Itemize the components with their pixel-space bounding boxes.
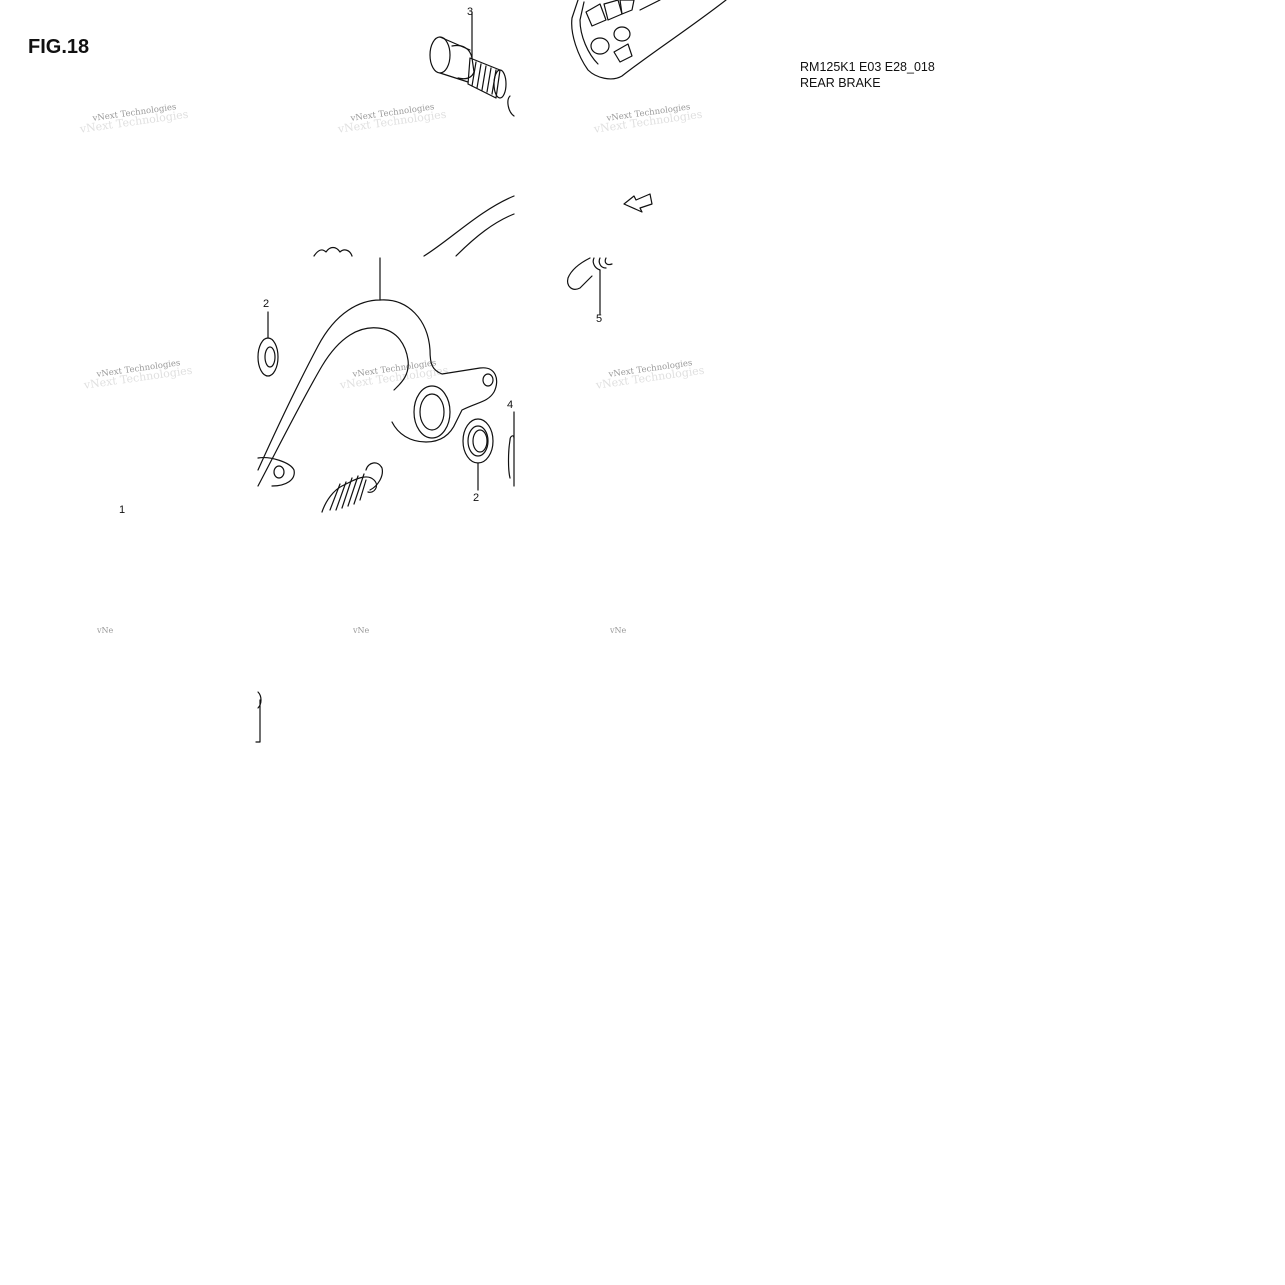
watermark-clipped: vNe [610, 626, 627, 635]
watermark-clipped: vNe [97, 626, 114, 635]
coil-spring-part [321, 462, 383, 513]
cotter-pin-part [507, 411, 515, 487]
return-spring-part [567, 257, 613, 315]
pedal-tip-part [571, 0, 727, 80]
figure-title: FIG.18 [28, 36, 90, 58]
washer-part [257, 311, 279, 377]
model-code: RM125K1 E03 E28_018 [800, 60, 935, 74]
callout-1: 1 [119, 504, 126, 516]
pedal-boot-part [313, 246, 353, 257]
brake-pedal-part [257, 195, 515, 487]
pivot-bolt-part [429, 11, 515, 117]
watermark-clipped: vNe [353, 626, 370, 635]
callout-4: 4 [507, 399, 514, 411]
model-code-block: RM125K1 E03 E28_018 REAR BRAKE [800, 59, 935, 91]
callout-2: 2 [473, 492, 480, 504]
diagram-name: REAR BRAKE [800, 76, 881, 90]
forward-arrow-icon [623, 193, 653, 213]
callout-5: 5 [596, 313, 603, 325]
pin-fragment-part [255, 691, 262, 743]
seal-part [462, 418, 494, 491]
callout-2: 2 [263, 298, 270, 310]
callout-3: 3 [467, 6, 474, 18]
